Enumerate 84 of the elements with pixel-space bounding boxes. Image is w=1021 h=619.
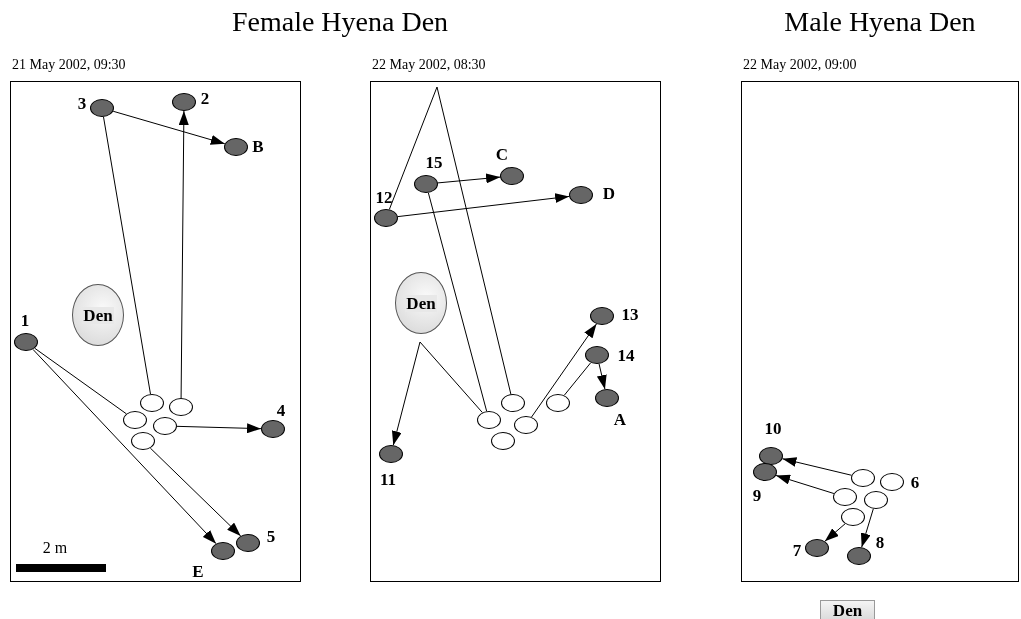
diagram-heading: Male Hyena Den (784, 8, 976, 36)
hyena-id-label: 8 (875, 533, 885, 551)
den-label: Den (405, 294, 437, 312)
hyena-marker (211, 542, 235, 560)
connector-line (103, 116, 151, 395)
hyena-marker (569, 186, 593, 204)
resting-spot-marker (546, 394, 570, 412)
hyena-id-label: 4 (276, 401, 286, 419)
arrow (32, 348, 217, 545)
hyena-marker (236, 534, 260, 552)
arrow (824, 523, 846, 542)
connector-line (563, 362, 592, 396)
arrow (149, 447, 242, 537)
hyena-id-label: D (602, 184, 616, 202)
resting-spot-marker (491, 432, 515, 450)
arrow (397, 193, 570, 218)
hyena-marker (805, 539, 829, 557)
resting-spot-marker (880, 473, 904, 491)
den-marker (395, 272, 447, 334)
hyena-marker (172, 93, 196, 111)
hyena-marker (847, 547, 871, 565)
den-box: Den (820, 600, 875, 619)
connector-line (427, 192, 488, 412)
resting-spot-marker (514, 416, 538, 434)
hyena-id-label: 1 (20, 311, 30, 329)
resting-spot-marker (501, 394, 525, 412)
hyena-marker (414, 175, 438, 193)
hyena-marker (595, 389, 619, 407)
hyena-id-label: B (252, 137, 264, 155)
resting-spot-marker (131, 432, 155, 450)
panel-timestamp: 22 May 2002, 08:30 (372, 58, 486, 72)
den-marker (72, 284, 124, 346)
connector-line (388, 86, 512, 395)
arrow (781, 457, 853, 476)
resting-spot-marker (864, 491, 888, 509)
diagram-heading: Female Hyena Den (231, 8, 449, 36)
resting-spot-marker (833, 488, 857, 506)
arrow (531, 323, 597, 418)
hyena-id-label: 13 (621, 305, 639, 323)
hyena-id-label: 5 (266, 527, 276, 545)
arrow (178, 110, 189, 399)
hyena-id-label: C (495, 145, 509, 163)
hyena-id-label: 2 (200, 89, 210, 107)
hyena-marker (224, 138, 248, 156)
hyena-id-label: 6 (910, 473, 920, 491)
resting-spot-marker (169, 398, 193, 416)
den-label: Den (82, 306, 114, 324)
hyena-marker (90, 99, 114, 117)
hyena-id-label: E (192, 562, 204, 580)
resting-spot-marker (841, 508, 865, 526)
hyena-marker (374, 209, 398, 227)
scale-label: 2 m (42, 540, 68, 556)
hyena-marker (379, 445, 403, 463)
connector-line (34, 347, 127, 415)
arrow (596, 363, 607, 390)
hyena-marker (261, 420, 285, 438)
hyena-marker (14, 333, 38, 351)
hyena-marker (590, 307, 614, 325)
hyena-id-label: 14 (617, 346, 635, 364)
hyena-marker (500, 167, 524, 185)
arrow (112, 110, 226, 145)
resting-spot-marker (153, 417, 177, 435)
hyena-id-label: 9 (752, 486, 762, 504)
panel-timestamp: 22 May 2002, 09:00 (743, 58, 857, 72)
hyena-id-label: 7 (792, 541, 802, 559)
arrow (437, 173, 501, 184)
hyena-id-label: 10 (764, 419, 782, 437)
arrow (391, 341, 483, 446)
arrow (775, 474, 835, 495)
arrow (176, 423, 262, 434)
resting-spot-marker (851, 469, 875, 487)
hyena-id-label: A (613, 410, 627, 428)
hyena-marker (585, 346, 609, 364)
hyena-marker (753, 463, 777, 481)
hyena-id-label: 15 (425, 153, 443, 171)
resting-spot-marker (140, 394, 164, 412)
hyena-id-label: 12 (375, 188, 393, 206)
hyena-marker (759, 447, 783, 465)
resting-spot-marker (123, 411, 147, 429)
hyena-id-label: 3 (77, 94, 87, 112)
panel-timestamp: 21 May 2002, 09:30 (12, 58, 126, 72)
hyena-id-label: 11 (379, 470, 397, 488)
resting-spot-marker (477, 411, 501, 429)
arrow (860, 508, 874, 548)
